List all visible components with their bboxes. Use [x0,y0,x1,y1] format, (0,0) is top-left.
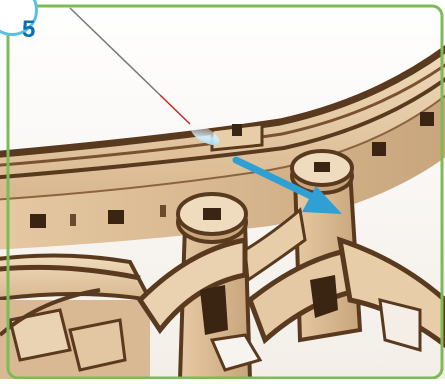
step-number: 5 [22,18,35,42]
round-cap-right [292,151,352,193]
round-cap-left [178,194,246,242]
ring-tab [212,124,262,150]
left-support-frame [0,255,150,379]
